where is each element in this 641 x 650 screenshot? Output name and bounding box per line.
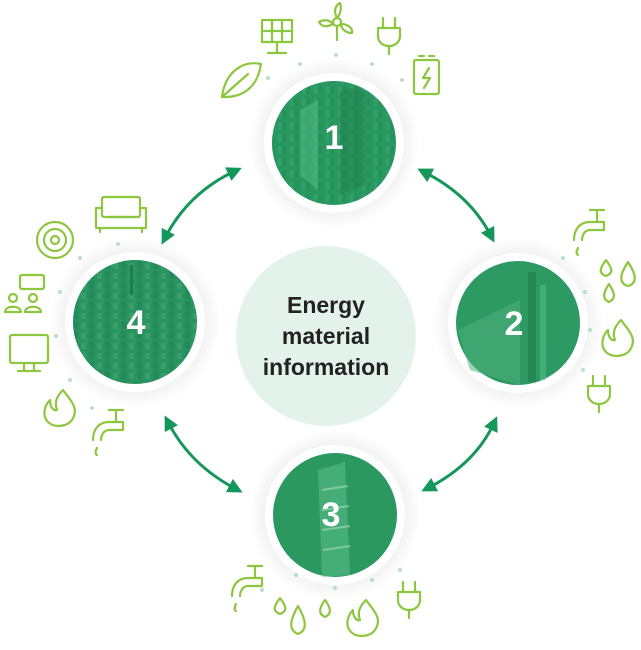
center-label-line-3: information [262,353,390,380]
faucet-icon [572,208,606,257]
connector-dots [54,53,592,592]
plug-icon [586,374,612,414]
center-label-line-2: material [281,322,371,349]
flame-icon [601,318,635,357]
center-circle [236,246,416,426]
people-icon [3,273,46,314]
stage-1: 1 [264,73,404,213]
sofa-icon [94,195,148,234]
monitor-icon [8,333,50,373]
solar-panel-icon [260,18,294,55]
arrow-4-1 [161,167,242,245]
flame-icon [43,388,77,427]
water-drop-icon [319,598,331,619]
stage-3-number: 3 [322,496,341,534]
stage-1-number: 1 [325,119,344,157]
faucet-icon [230,564,264,613]
stage-3: 3 [265,445,405,585]
center-label-line-1: Energy [287,291,365,318]
water-drops-icon [599,258,636,304]
stage-2: 2 [448,253,588,393]
flame-icon [346,598,380,637]
target-icon [35,220,75,260]
faucet-icon [91,408,125,457]
center-label: Energy material information [236,246,416,426]
wind-turbine-icon [317,1,354,42]
leaf-icon [220,62,263,99]
plug-icon [376,16,402,56]
stage-4-number: 4 [127,304,146,342]
battery-icon [412,54,441,96]
arrow-1-2 [417,168,495,243]
water-drops-icon [273,596,306,636]
stage-4: 4 [65,252,205,392]
stage-2-number: 2 [505,305,524,343]
arrow-2-3 [421,416,498,492]
cycle-arrows [161,167,498,493]
arrow-3-4 [164,415,243,493]
plug-icon [396,580,422,620]
